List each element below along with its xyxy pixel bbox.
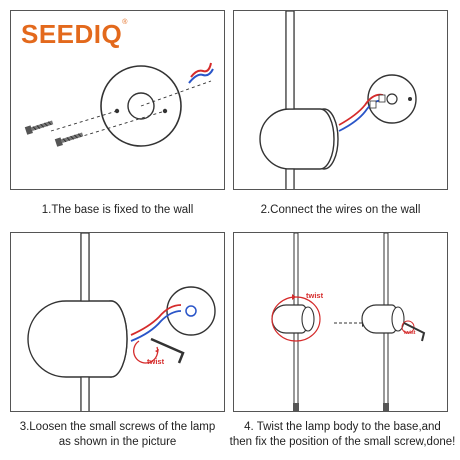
step-1-caption: 1.The base is fixed to the wall [41,204,194,216]
step-3-caption-line1: 3.Loosen the small screws of the lamp [19,421,216,433]
screw-1-icon [24,120,54,135]
step-2-panel [233,10,448,190]
twist-label-small: twist [404,330,416,336]
step-3-caption: 3.Loosen the small screws of the lamp as… [10,420,225,450]
lamp-body [259,108,335,170]
allen-key-icon [403,322,426,342]
step-4-panel: twist twist [233,232,448,412]
step-3-caption-line2: as shown in the picture [58,436,177,448]
brand-logo: SEEDIQ® [21,19,128,49]
step-1-panel: SEEDIQ® [10,10,225,190]
wire-blue [188,68,214,84]
step-1-illustration [24,62,214,147]
allen-key-icon [150,337,185,364]
step-4-caption-line1: 4. Twist the lamp body to the base,and [244,421,441,433]
step-3-panel: twist [10,232,225,412]
step-4-caption: 4. Twist the lamp body to the base,and t… [225,420,460,450]
twist-arrow-icon [133,340,159,364]
wire-red [338,93,384,126]
step-4-caption-line2: then fix the position of the small screw… [229,436,456,448]
step-2-illustration [259,11,417,189]
step-2-caption: 2.Connect the wires on the wall [260,204,421,216]
screw-2-icon [54,132,84,147]
twist-label: twist [306,291,324,300]
wire-blue [338,99,384,132]
step-4-illustration [271,233,426,411]
wire-blue [130,310,182,342]
wire-red [130,304,182,336]
wire-red [190,62,212,78]
twist-label: twist [147,357,165,366]
step-3-illustration [27,233,216,411]
lamp-body [27,300,128,378]
